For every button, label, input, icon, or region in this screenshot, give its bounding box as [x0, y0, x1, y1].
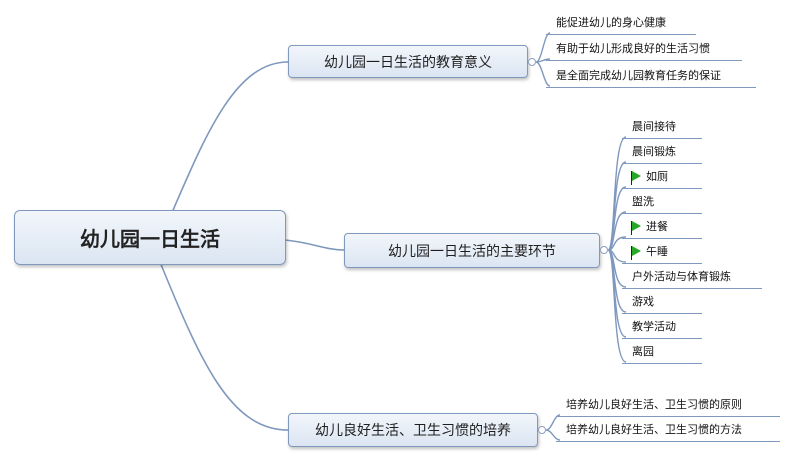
collapse-toggle[interactable]: [538, 426, 546, 434]
leaf-label: 培养幼儿良好生活、卫生习惯的方法: [566, 423, 742, 436]
collapse-toggle[interactable]: [600, 246, 608, 254]
collapse-toggle[interactable]: [528, 58, 536, 66]
root-to-branch-2: [283, 239, 345, 251]
flag-icon: [631, 221, 641, 235]
branch-label: 幼儿园一日生活的主要环节: [388, 243, 556, 260]
leaf-label: 培养幼儿良好生活、卫生习惯的原则: [566, 398, 742, 411]
leaf-label: 教学活动: [632, 320, 676, 333]
root-to-branch-3: [159, 261, 289, 431]
leaf-label: 进餐: [646, 220, 668, 233]
leaf-item[interactable]: 进餐: [622, 218, 702, 239]
leaf-label: 如厕: [646, 170, 668, 183]
leaf-item[interactable]: 户外活动与体育锻炼: [622, 268, 762, 289]
leaf-label: 能促进幼儿的身心健康: [556, 16, 666, 29]
leaf-item[interactable]: 盥洗: [622, 193, 702, 214]
root-node[interactable]: 幼儿园一日生活: [14, 210, 286, 265]
branch-label: 幼儿园一日生活的教育意义: [324, 54, 492, 71]
leaf-label: 盥洗: [632, 195, 654, 208]
flag-icon: [631, 246, 641, 260]
branch-habits-cultivation[interactable]: 幼儿良好生活、卫生习惯的培养: [288, 413, 538, 447]
leaf-label: 游戏: [632, 295, 654, 308]
leaf-label: 户外活动与体育锻炼: [632, 270, 731, 283]
branch-education-meaning[interactable]: 幼儿园一日生活的教育意义: [288, 45, 528, 78]
leaf-label: 有助于幼儿形成良好的生活习惯: [556, 42, 710, 55]
branch-main-links[interactable]: 幼儿园一日生活的主要环节: [344, 233, 600, 268]
branch-label: 幼儿良好生活、卫生习惯的培养: [315, 423, 511, 439]
leaf-label: 晨间锻炼: [632, 145, 676, 158]
root-to-branch-1: [159, 61, 289, 241]
leaf-item[interactable]: 如厕: [622, 168, 702, 189]
leaf-item[interactable]: 教学活动: [622, 318, 702, 339]
leaf-item[interactable]: 午睡: [622, 243, 702, 264]
leaf-item[interactable]: 是全面完成幼儿园教育任务的保证: [546, 67, 756, 88]
leaf-item[interactable]: 游戏: [622, 293, 702, 314]
leaf-label: 午睡: [646, 245, 668, 258]
leaf-label: 是全面完成幼儿园教育任务的保证: [556, 69, 721, 82]
leaf-item[interactable]: 能促进幼儿的身心健康: [546, 14, 696, 35]
leaf-label: 离园: [632, 345, 654, 358]
flag-icon: [631, 171, 641, 185]
leaf-item[interactable]: 离园: [622, 343, 702, 364]
leaf-item[interactable]: 晨间接待: [622, 118, 702, 139]
leaf-item[interactable]: 晨间锻炼: [622, 143, 702, 164]
root-label: 幼儿园一日生活: [80, 227, 220, 251]
leaf-item[interactable]: 有助于幼儿形成良好的生活习惯: [546, 40, 742, 61]
leaf-item[interactable]: 培养幼儿良好生活、卫生习惯的原则: [556, 396, 780, 417]
leaf-item[interactable]: 培养幼儿良好生活、卫生习惯的方法: [556, 421, 780, 442]
branch-1-leaf-connectors: [535, 32, 551, 87]
leaf-label: 晨间接待: [632, 120, 676, 133]
branch-2-leaf-connectors: [607, 136, 627, 363]
branch-3-leaf-connectors: [545, 414, 561, 441]
